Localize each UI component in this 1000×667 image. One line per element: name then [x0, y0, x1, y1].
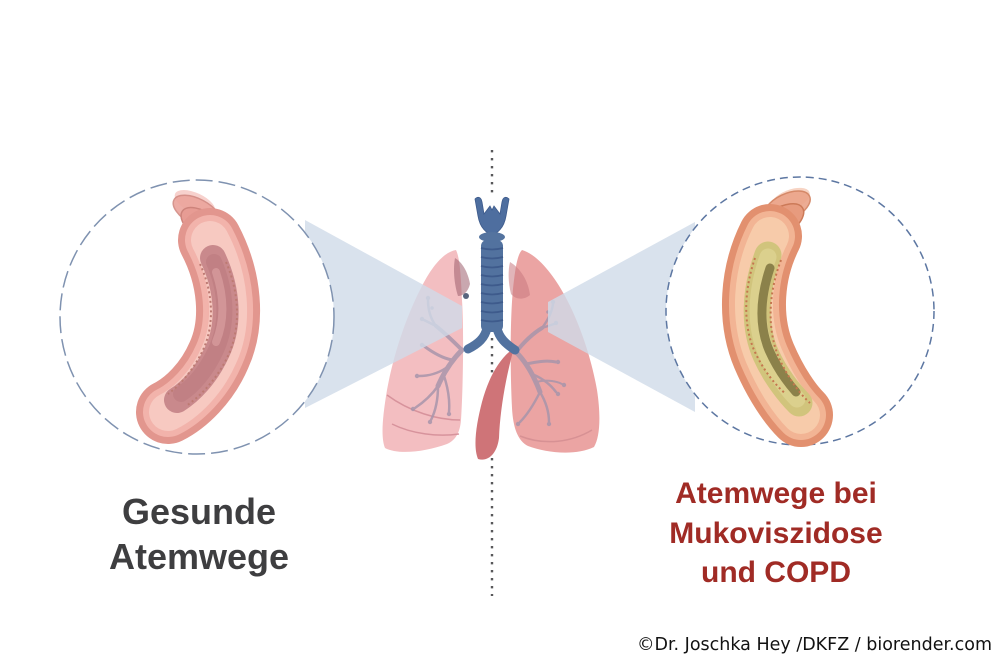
- cilia-serration-diseased: [745, 257, 811, 404]
- trachea-icon: [463, 196, 520, 355]
- healthy-airways-label: Gesunde Atemwege: [108, 491, 290, 577]
- healthy-airway-icon: [136, 190, 261, 444]
- attribution-credit: ©Dr. Joschka Hey /DKFZ / biorender.com: [636, 635, 992, 655]
- zoom-beam-right: [548, 222, 695, 412]
- cf-copd-airways-label: Atemwege bei Mukoviszidose und COPD: [669, 477, 883, 590]
- right-lung-hilum-patch: [508, 262, 530, 299]
- main-bronchi: [463, 323, 520, 355]
- diseased-airway-tube: [721, 204, 833, 447]
- cricoid-ring: [479, 232, 505, 242]
- larynx-shape: [474, 196, 510, 235]
- left-lung-dark-dot: [463, 293, 469, 299]
- right-lung-shape: [475, 250, 600, 460]
- right-lung-fissure: [519, 429, 593, 443]
- trachea-rings: [480, 247, 504, 323]
- mucus-core-streak: [757, 263, 801, 397]
- left-lung-hilum-patch: [454, 258, 470, 296]
- left-lung-fissures: [386, 394, 461, 436]
- healthy-airway-tube: [136, 208, 261, 444]
- right-lung-dark-lobe: [475, 348, 514, 460]
- zoom-beam-left: [305, 220, 462, 408]
- diseased-airway-icon: [721, 187, 833, 447]
- cilia-serration-healthy: [167, 261, 238, 407]
